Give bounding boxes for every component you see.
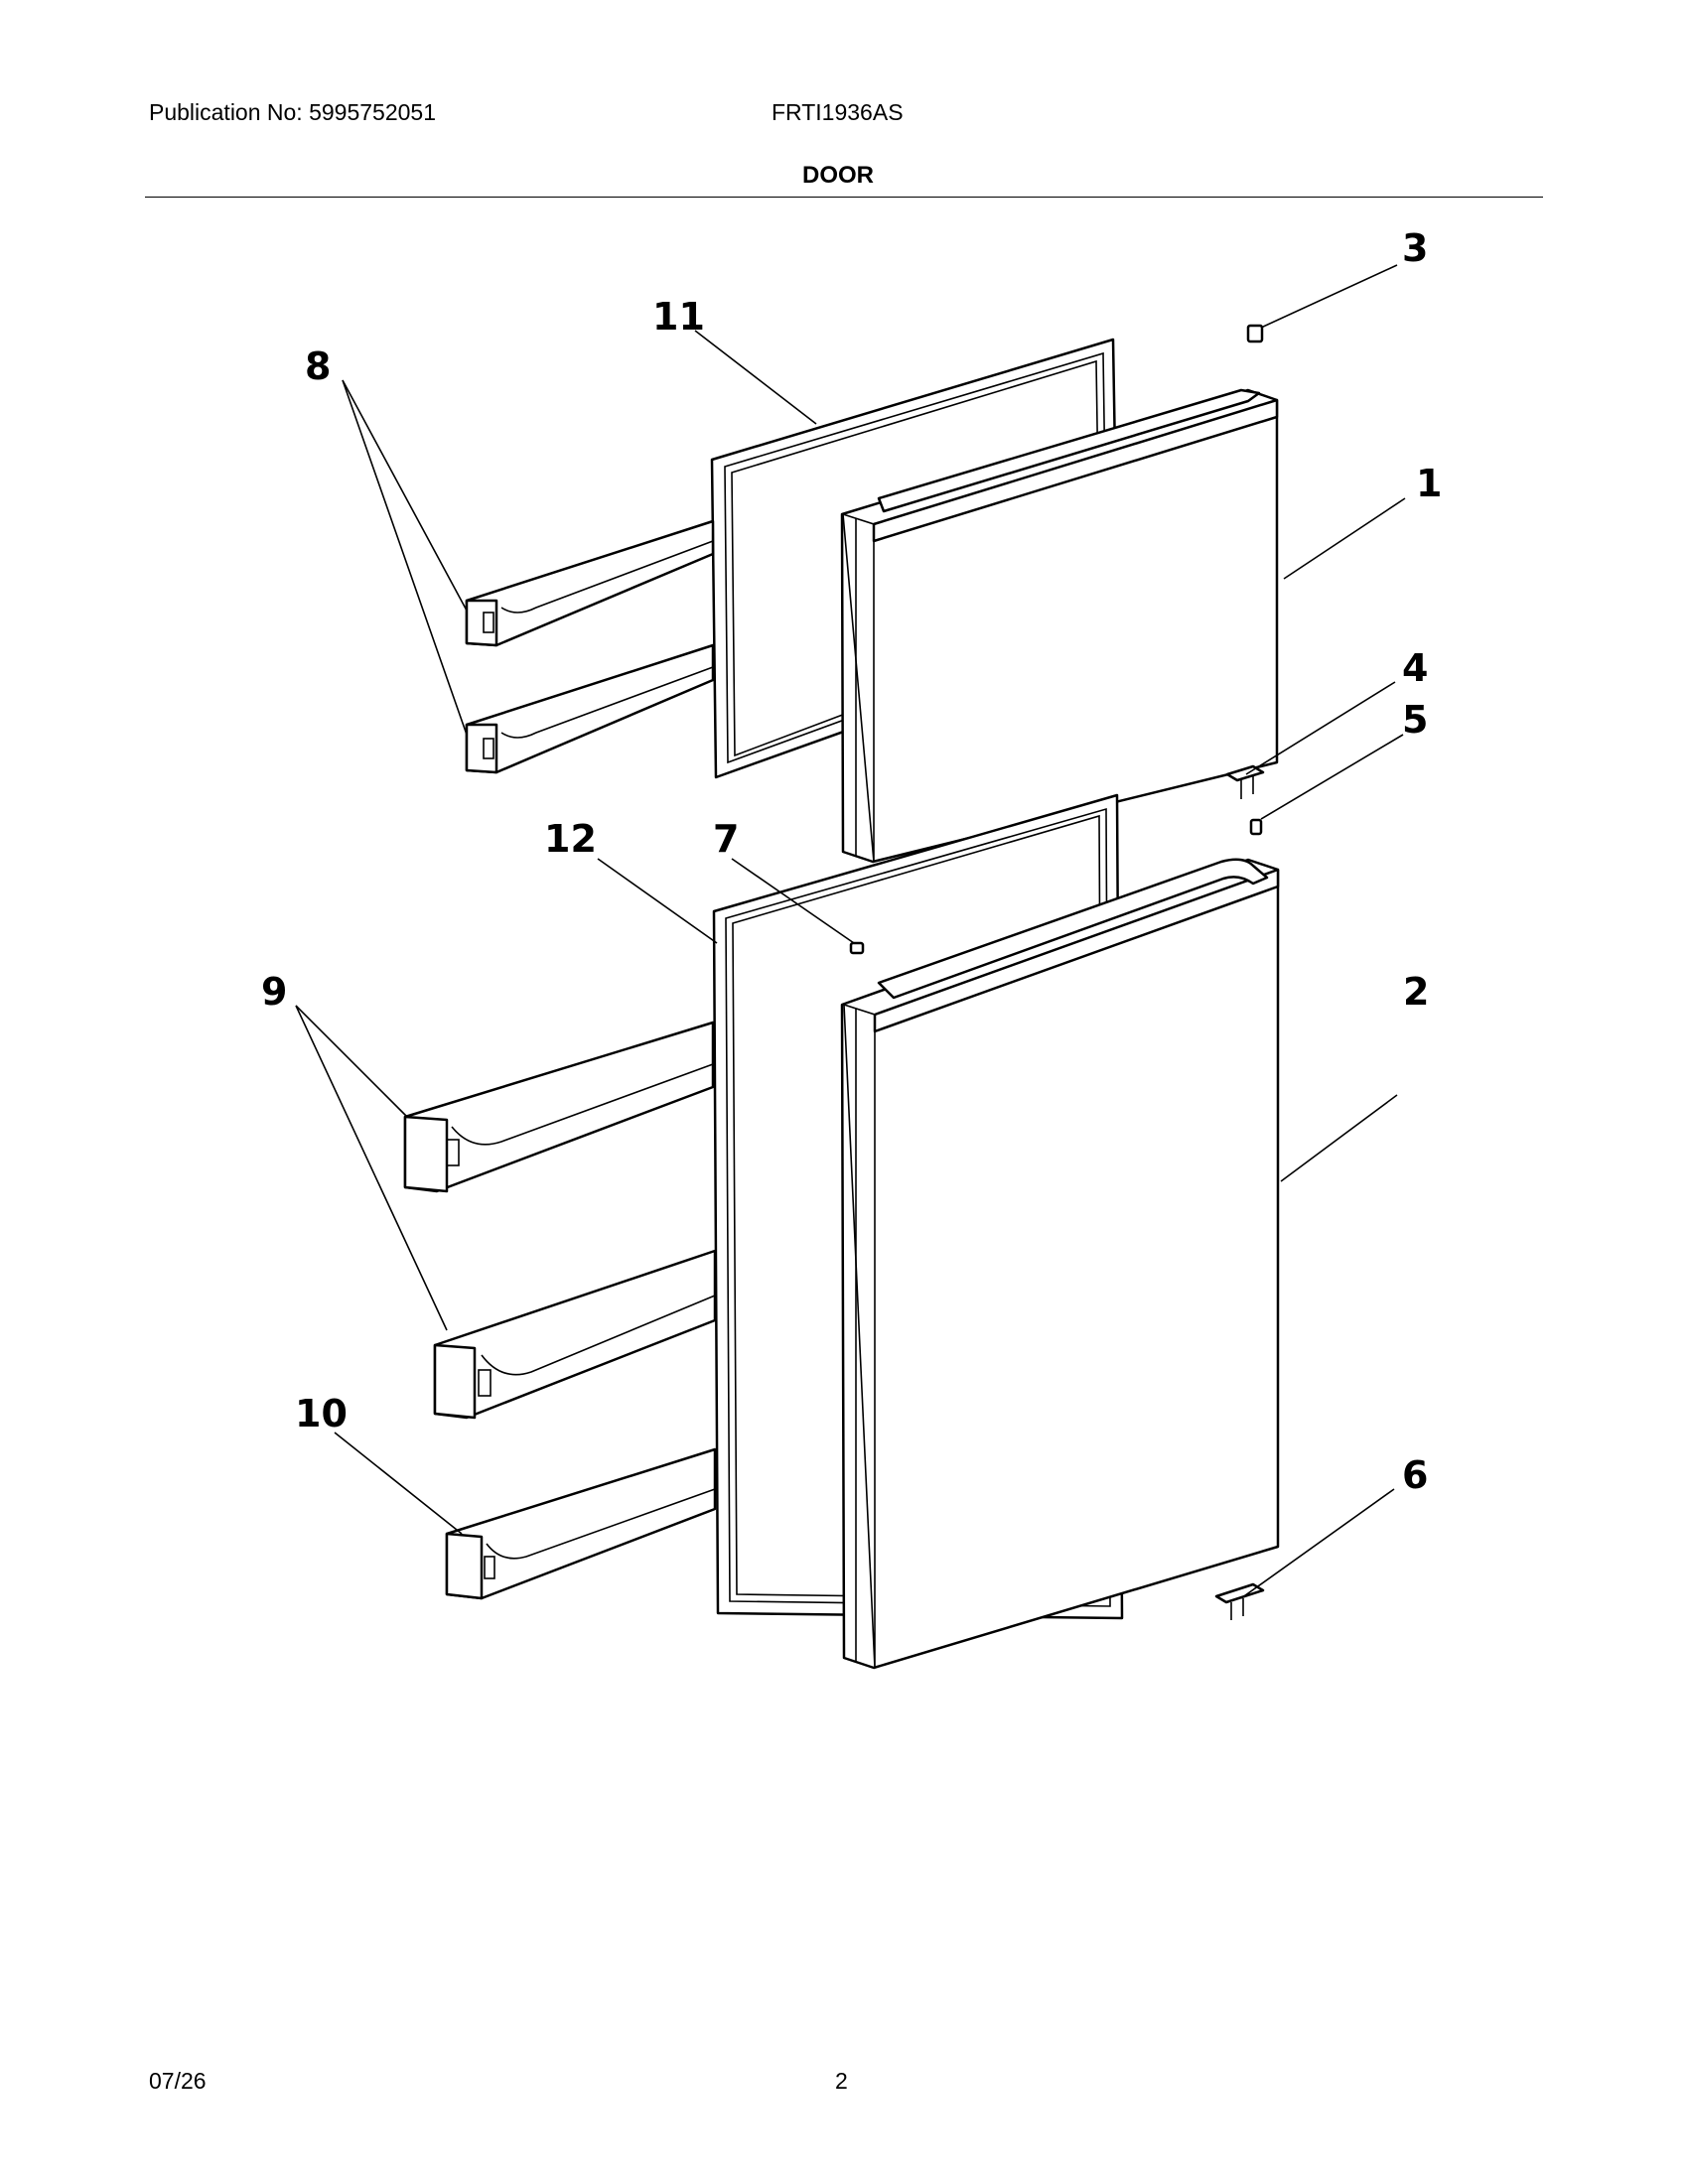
callout-1: 1 bbox=[1416, 462, 1442, 505]
door-shelf-lower-a bbox=[403, 1021, 715, 1193]
upper-freezer-door bbox=[840, 388, 1279, 864]
callout-11: 11 bbox=[652, 295, 705, 339]
callout-2: 2 bbox=[1403, 970, 1429, 1014]
door-stop bbox=[849, 941, 865, 955]
leader-lines bbox=[295, 264, 1406, 1599]
callout-9: 9 bbox=[261, 970, 287, 1014]
door-shelf-upper-b bbox=[465, 643, 715, 774]
model-number: FRTI1936AS bbox=[772, 99, 904, 125]
door-bin-bottom bbox=[445, 1447, 717, 1600]
hinge-cap-top bbox=[1246, 324, 1264, 343]
callout-8: 8 bbox=[305, 344, 331, 388]
bottom-hinge bbox=[1214, 1582, 1265, 1620]
callout-10: 10 bbox=[295, 1392, 348, 1435]
callout-6: 6 bbox=[1402, 1453, 1428, 1497]
publication-number: Publication No: 5995752051 bbox=[149, 99, 437, 125]
door-shelf-lower-b bbox=[433, 1249, 717, 1420]
door-shelf-upper-a bbox=[465, 519, 715, 647]
callout-7: 7 bbox=[713, 817, 739, 861]
center-hinge-pin bbox=[1249, 818, 1263, 836]
callout-5: 5 bbox=[1402, 698, 1428, 742]
page-number: 2 bbox=[835, 2068, 848, 2094]
footer-date: 07/26 bbox=[149, 2068, 207, 2094]
section-title: DOOR bbox=[802, 162, 874, 189]
callout-3: 3 bbox=[1402, 226, 1428, 270]
header-divider bbox=[145, 197, 1543, 198]
lower-fresh-food-door bbox=[840, 858, 1280, 1670]
callout-12: 12 bbox=[544, 817, 597, 861]
callout-4: 4 bbox=[1402, 646, 1428, 690]
